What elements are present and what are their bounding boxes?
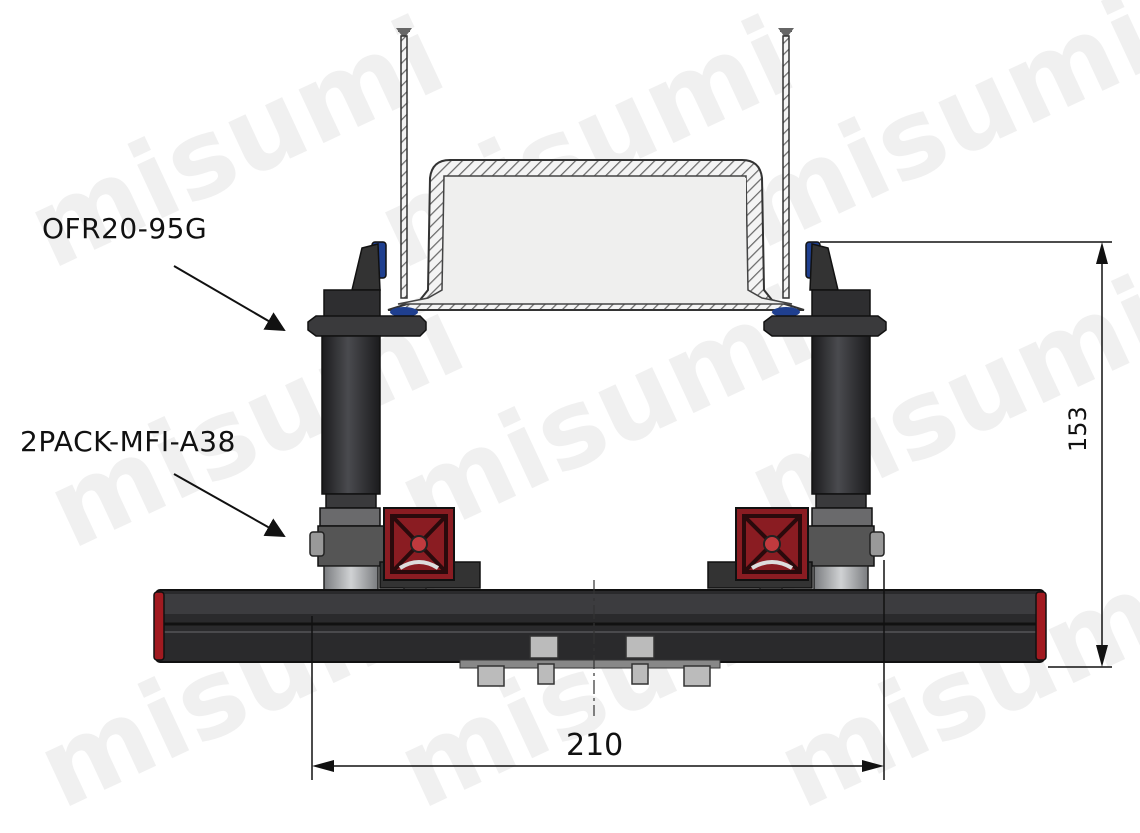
assembly-drawing <box>153 28 1112 780</box>
part-label-ofr20-95g: OFR20-95G <box>42 212 208 245</box>
right-rod <box>778 28 794 299</box>
left-red-bracket <box>379 507 481 607</box>
leader-arrow-part-2 <box>173 473 286 537</box>
container-cup <box>387 159 805 311</box>
dimension-width-text: 210 <box>566 728 624 763</box>
bottom-bolts <box>459 635 721 687</box>
part-label-2pack-mfi-a38: 2PACK-MFI-A38 <box>20 425 236 458</box>
leader-arrow-part-1 <box>173 265 286 332</box>
dimension-153 <box>820 241 1112 668</box>
drawing-canvas: misumi misumi misumi misumi misumi misum… <box>10 0 1140 833</box>
right-red-bracket <box>707 507 813 607</box>
main-beam <box>153 589 1047 663</box>
left-rod <box>396 28 412 299</box>
dimension-height-text: 153 <box>1064 406 1092 452</box>
dimension-210 <box>311 560 885 780</box>
